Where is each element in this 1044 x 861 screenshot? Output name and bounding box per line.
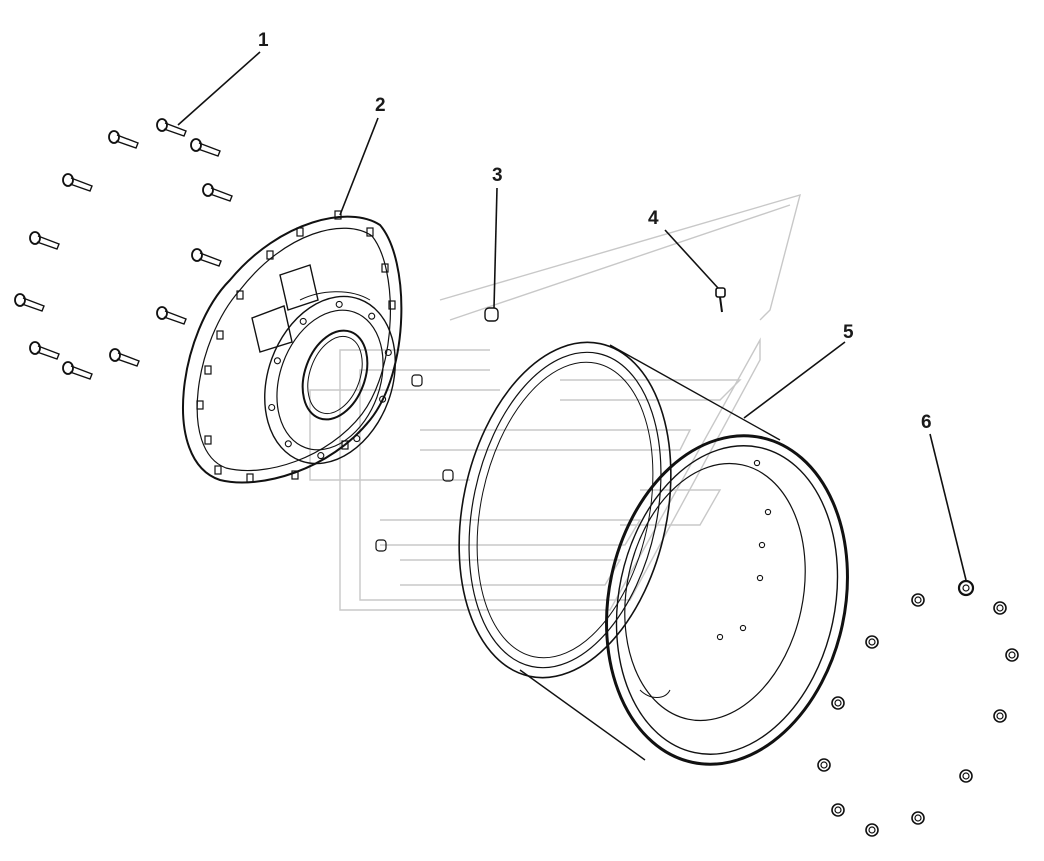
bolt <box>156 306 187 325</box>
bolt <box>62 173 93 192</box>
wheel-rim <box>458 341 849 766</box>
nut <box>959 769 973 783</box>
nut <box>831 696 845 710</box>
bolt <box>62 361 93 380</box>
callout-4: 4 <box>648 208 659 229</box>
nut <box>957 579 975 597</box>
callout-1: 1 <box>258 30 269 51</box>
nut <box>993 601 1007 615</box>
bolt <box>109 348 140 367</box>
bolt <box>108 130 139 149</box>
nut <box>817 758 831 772</box>
bolt <box>29 341 60 360</box>
nut <box>993 709 1007 723</box>
nut <box>911 593 925 607</box>
callout-2: 2 <box>375 95 386 116</box>
bolt <box>202 183 233 202</box>
callout-5: 5 <box>843 322 854 343</box>
bolt <box>156 118 187 137</box>
nut <box>865 635 879 649</box>
nut <box>911 811 925 825</box>
wheel-nuts <box>817 579 1019 837</box>
wheel-center-disc <box>182 210 403 484</box>
wheel-bolts <box>14 118 233 380</box>
bolt <box>190 138 221 157</box>
nut <box>865 823 879 837</box>
tire-valve <box>715 287 726 313</box>
nut <box>1005 648 1019 662</box>
bolt <box>191 248 222 267</box>
leader-lines <box>177 51 967 581</box>
callout-6: 6 <box>921 412 932 433</box>
spacer-sleeves <box>375 307 499 552</box>
bolt <box>29 231 60 250</box>
nut <box>831 803 845 817</box>
bolt <box>14 293 45 312</box>
callout-3: 3 <box>492 165 503 186</box>
